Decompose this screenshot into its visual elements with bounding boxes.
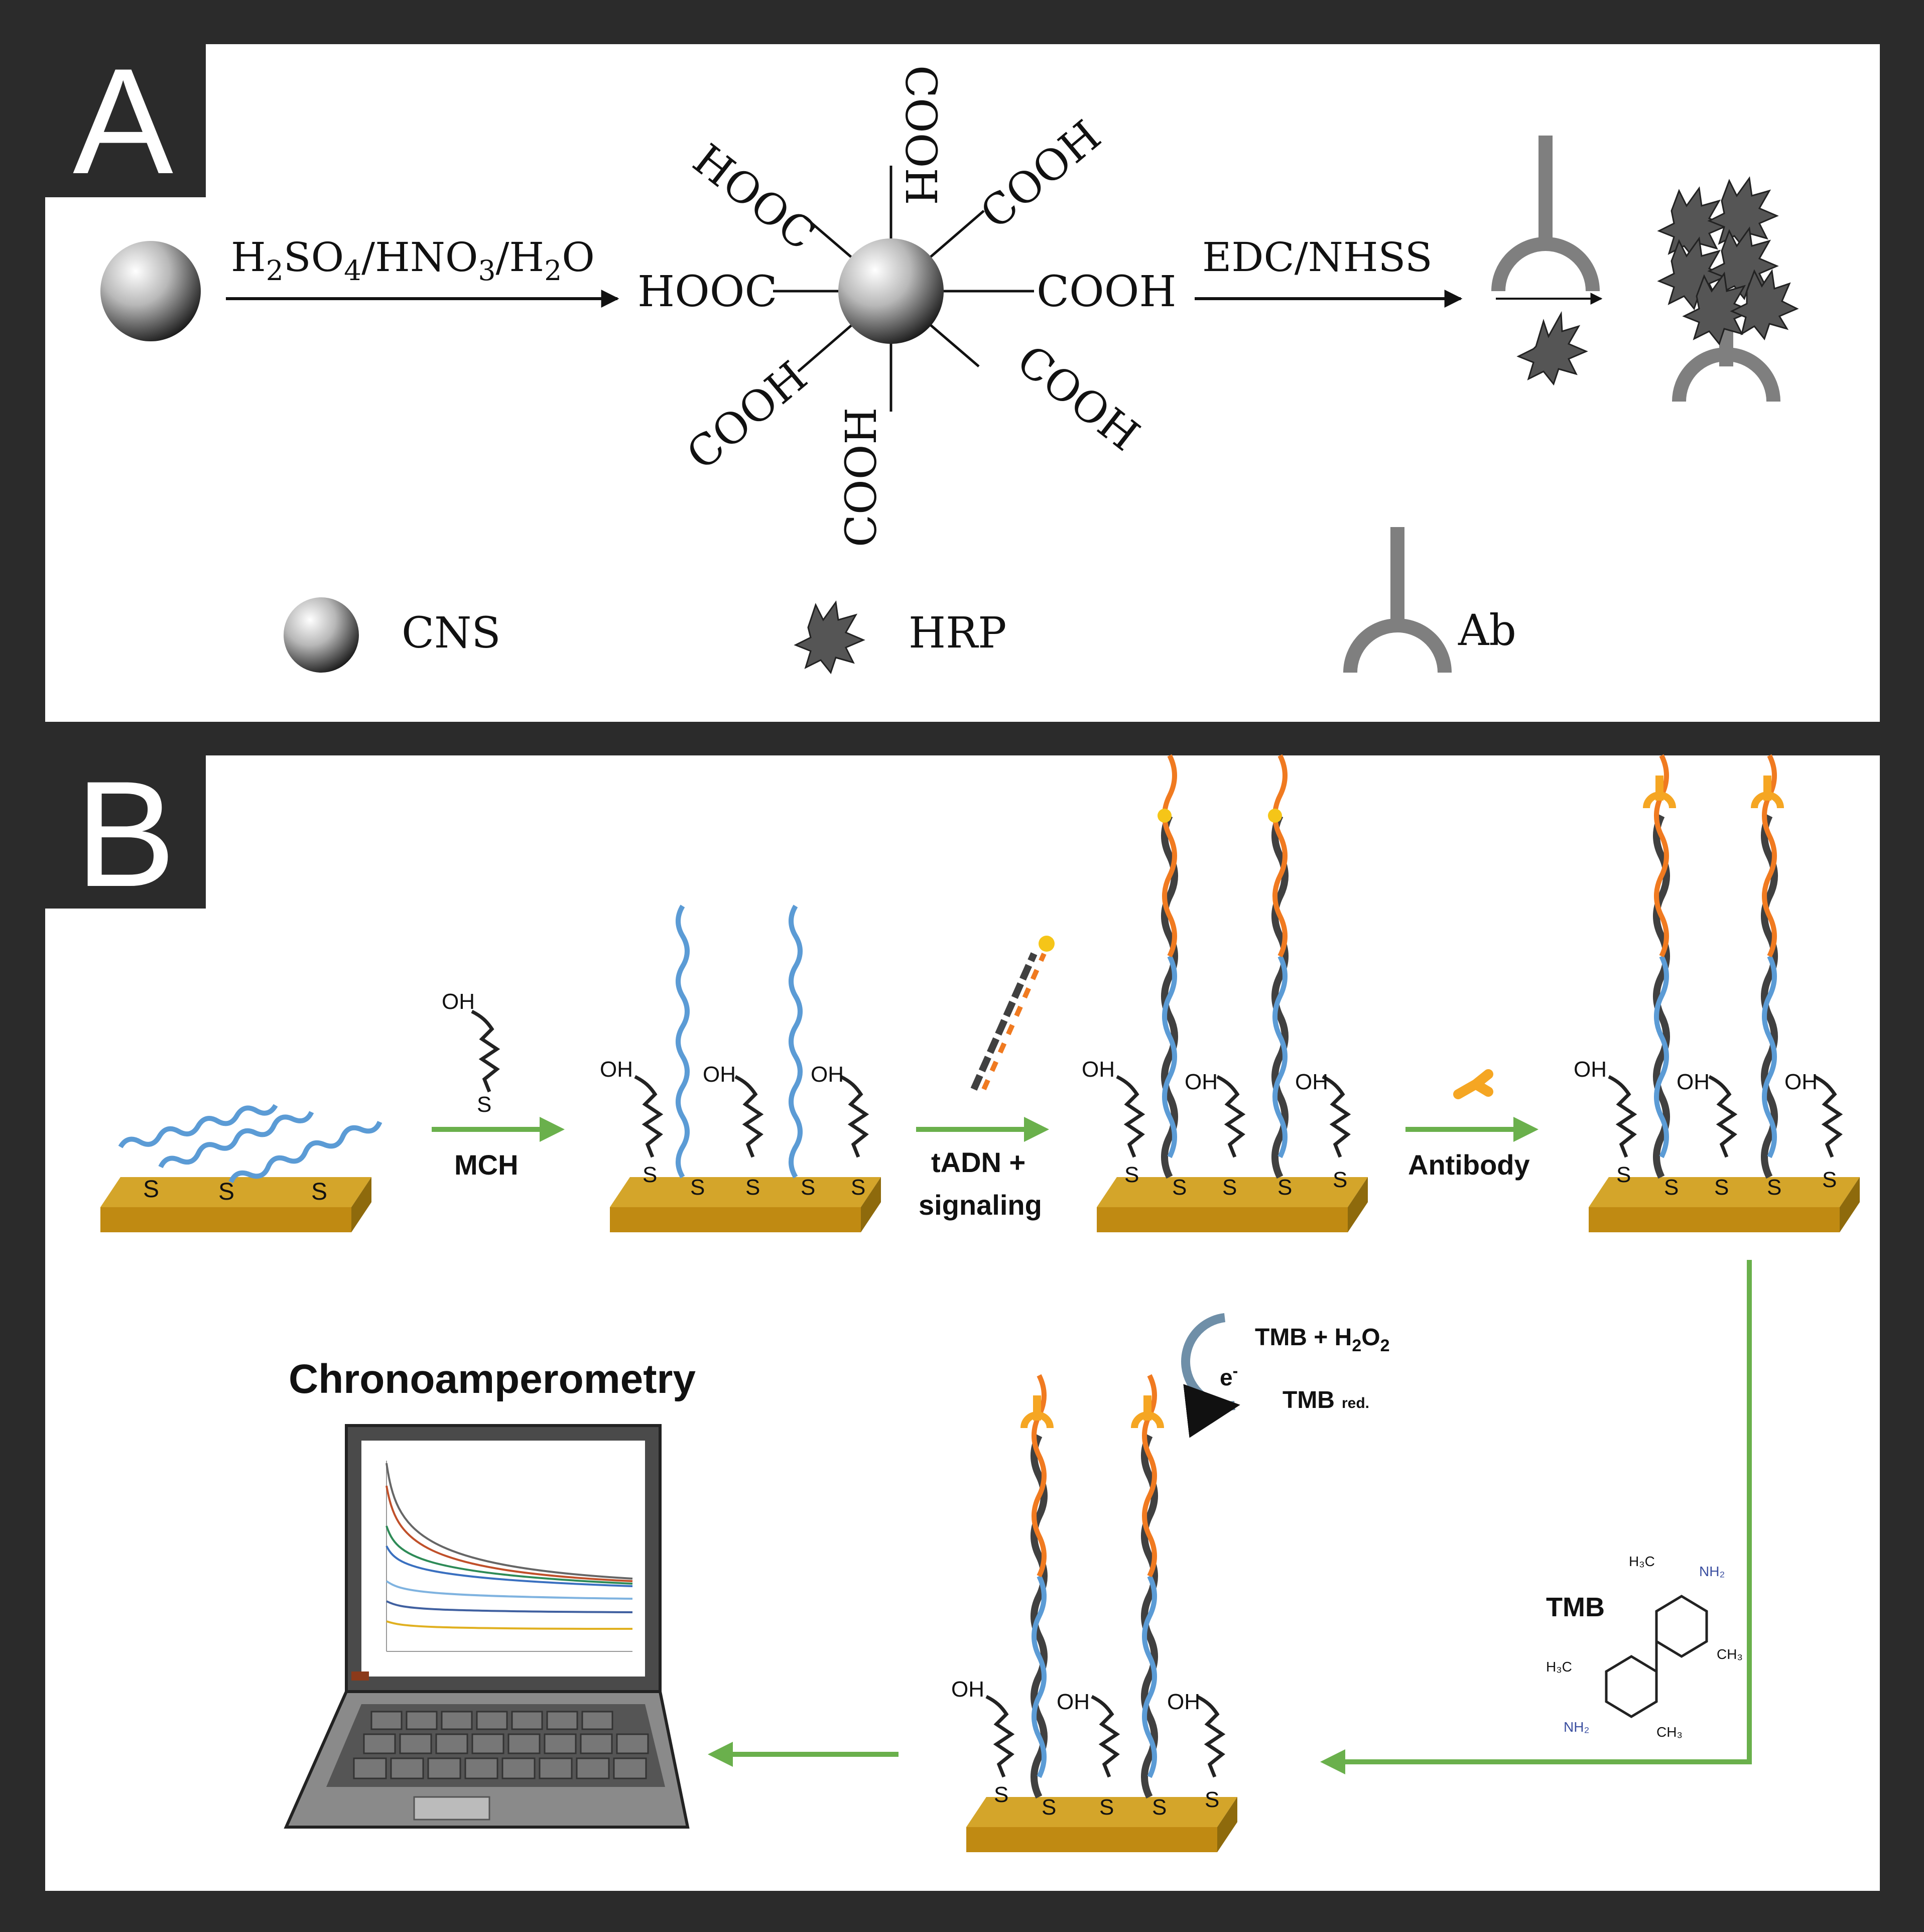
svg-text:CH₃: CH₃ <box>1656 1724 1683 1740</box>
svg-text:OH: OH <box>1784 1070 1818 1094</box>
mch-reagent-icon: OH S <box>442 989 497 1117</box>
svg-text:OH: OH <box>600 1057 633 1082</box>
svg-text:OH: OH <box>703 1062 736 1087</box>
cooh-label-bottom: COOH <box>837 407 886 547</box>
svg-text:S: S <box>1172 1175 1187 1200</box>
hooc-label-left: HOOC <box>637 267 778 317</box>
duplex-ab-3 <box>1020 1374 1054 1799</box>
svg-text:S: S <box>1714 1175 1729 1200</box>
hrp-antibody-conjugate <box>1657 176 1799 402</box>
legend-hrp-label: HRP <box>909 608 1006 658</box>
svg-text:S: S <box>745 1175 760 1200</box>
hrp-reactant-icon <box>1516 311 1588 386</box>
duplex-ab-4 <box>1131 1374 1164 1799</box>
cns-sphere-raw <box>100 241 201 341</box>
tmb-molecule: TMB H₃C NH₂ CH₃ H₃C NH₂ CH₃ <box>1546 1554 1743 1740</box>
svg-text:OH: OH <box>1574 1057 1607 1082</box>
svg-text:OH: OH <box>1295 1070 1328 1094</box>
panel-a-label-box <box>45 44 206 197</box>
svg-text:e-: e- <box>1220 1362 1238 1390</box>
svg-text:OH: OH <box>1185 1070 1218 1094</box>
laptop-icon <box>284 1424 690 1829</box>
svg-text:OH: OH <box>442 989 475 1014</box>
svg-text:S: S <box>1277 1175 1292 1200</box>
svg-text:S: S <box>1767 1175 1781 1200</box>
stage3-electrode: OH OH OH S S S S S <box>1082 754 1368 1232</box>
svg-text:TMB + H2O2: TMB + H2O2 <box>1255 1324 1390 1355</box>
duplex-1 <box>1158 754 1178 1179</box>
antibody-reagent-icon <box>1453 1069 1493 1099</box>
chronoamperometry-plot <box>386 1461 633 1652</box>
svg-text:OH: OH <box>1677 1070 1710 1094</box>
panel-a-background <box>45 44 1880 722</box>
legend-ab-label: Ab <box>1458 606 1516 656</box>
svg-text:S: S <box>1664 1175 1679 1200</box>
legend-ab-icon <box>1343 527 1452 673</box>
svg-text:OH: OH <box>1057 1690 1090 1714</box>
svg-text:NH₂: NH₂ <box>1564 1719 1589 1735</box>
svg-text:S: S <box>1333 1168 1347 1192</box>
panel-b-letter: B <box>75 749 176 918</box>
arrow-elbow-tmb <box>1320 1260 1752 1774</box>
svg-text:S: S <box>1099 1795 1114 1820</box>
svg-text:OH: OH <box>811 1062 844 1087</box>
label-mch: MCH <box>454 1149 519 1181</box>
svg-text:S: S <box>1124 1163 1139 1187</box>
panel-b-background <box>45 755 1880 1891</box>
svg-text:S: S <box>690 1175 705 1200</box>
svg-text:H₃C: H₃C <box>1546 1659 1572 1675</box>
cooh-label-top: COOH <box>895 65 945 205</box>
panel-b-label-box <box>45 755 206 909</box>
stage4-electrode: OH OH OH S S S S S <box>1574 754 1860 1232</box>
svg-text:OH: OH <box>1167 1690 1200 1714</box>
step1-reagent: H2SO4/HNO3/H2O <box>231 234 595 287</box>
duplex-2 <box>1268 754 1289 1179</box>
svg-text:S: S <box>994 1782 1008 1807</box>
svg-text:H₃C: H₃C <box>1629 1554 1655 1569</box>
svg-text:S: S <box>1152 1795 1167 1820</box>
svg-text:NH₂: NH₂ <box>1699 1564 1725 1579</box>
label-tadn-line2: signaling <box>919 1189 1042 1221</box>
step2-reagent: EDC/NHSS <box>1202 234 1433 281</box>
stage5-electrode: OH OH OH S S S S S <box>951 1374 1237 1852</box>
svg-text:S: S <box>477 1092 491 1117</box>
svg-text:S: S <box>643 1163 657 1187</box>
svg-text:OH: OH <box>1082 1057 1115 1082</box>
panel-b: B S S S OH S MCH OH OH <box>45 749 1880 1891</box>
cns-sphere-functionalized <box>838 238 944 344</box>
svg-text:CH₃: CH₃ <box>1717 1646 1743 1662</box>
svg-text:S: S <box>1222 1175 1237 1200</box>
target-dna-signaling-icon <box>970 936 1055 1091</box>
label-tadn-line1: tADN + <box>931 1146 1025 1178</box>
panel-a-letter: A <box>73 37 174 205</box>
panel-a: A H2SO4/HNO3/H2O COOH COOH COOH HOOC COO… <box>45 37 1880 722</box>
stage2-electrode: OH OH OH S S S S S <box>600 905 881 1232</box>
duplex-ab-1 <box>1643 754 1676 1179</box>
svg-text:TMB: TMB <box>1546 1592 1605 1622</box>
legend-cns-label: CNS <box>402 608 501 658</box>
svg-text:S: S <box>1822 1168 1837 1192</box>
svg-text:S: S <box>143 1176 159 1203</box>
svg-text:OH: OH <box>951 1677 984 1702</box>
label-antibody: Antibody <box>1408 1149 1530 1181</box>
svg-text:S: S <box>1042 1795 1056 1820</box>
legend-hrp-icon <box>794 600 865 675</box>
duplex-ab-2 <box>1751 754 1784 1179</box>
svg-text:S: S <box>1205 1787 1219 1812</box>
chronoamperometry-title: Chronoamperometry <box>289 1356 696 1402</box>
svg-text:S: S <box>801 1175 815 1200</box>
svg-text:S: S <box>851 1175 865 1200</box>
stage1-electrode: S S S <box>100 1104 382 1232</box>
svg-text:S: S <box>311 1179 327 1205</box>
svg-text:S: S <box>1616 1163 1631 1187</box>
antibody-reactant <box>1491 136 1600 292</box>
legend-cns-icon <box>284 597 359 673</box>
svg-text:S: S <box>218 1179 234 1205</box>
cooh-label-right: COOH <box>1037 267 1177 317</box>
